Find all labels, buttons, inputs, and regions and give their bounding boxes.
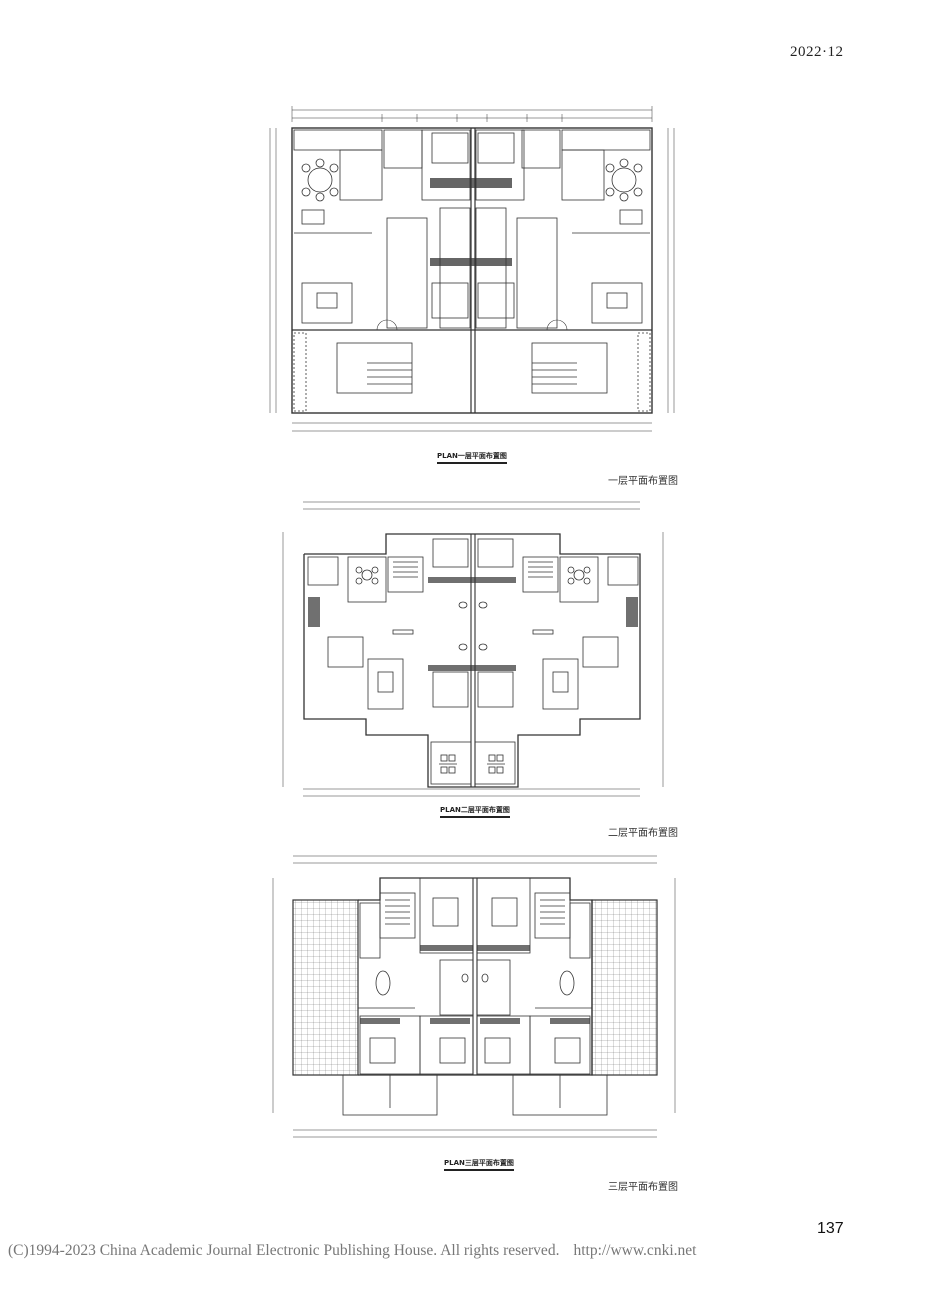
floor-plan-1-figure: [262, 98, 682, 438]
publisher-url[interactable]: http://www.cnki.net: [573, 1242, 697, 1259]
floor-plan-1-title: PLAN一层平面布置图: [437, 451, 507, 464]
floor-plan-1-caption: 一层平面布置图: [608, 476, 678, 487]
floor-plan-3-caption: 三层平面布置图: [608, 1182, 678, 1193]
floor-plan-3-drawing: [272, 855, 676, 1138]
floor-plan-2-caption: 二层平面布置图: [608, 828, 678, 839]
issue-number: 2022·12: [790, 44, 844, 60]
page-number: 137: [817, 1220, 844, 1237]
floor-plan-3-figure: [265, 848, 685, 1148]
floor-plan-3-title: PLAN三层平面布置图: [444, 1158, 514, 1171]
copyright-notice: (C)1994-2023 China Academic Journal Elec…: [8, 1242, 696, 1260]
floor-plan-2-figure: [268, 497, 688, 802]
copyright-text: (C)1994-2023 China Academic Journal Elec…: [8, 1242, 560, 1259]
floor-plan-1-drawing: [269, 106, 675, 432]
floor-plan-2-title: PLAN二层平面布置图: [440, 805, 510, 818]
floor-plan-2-drawing: [282, 501, 664, 797]
